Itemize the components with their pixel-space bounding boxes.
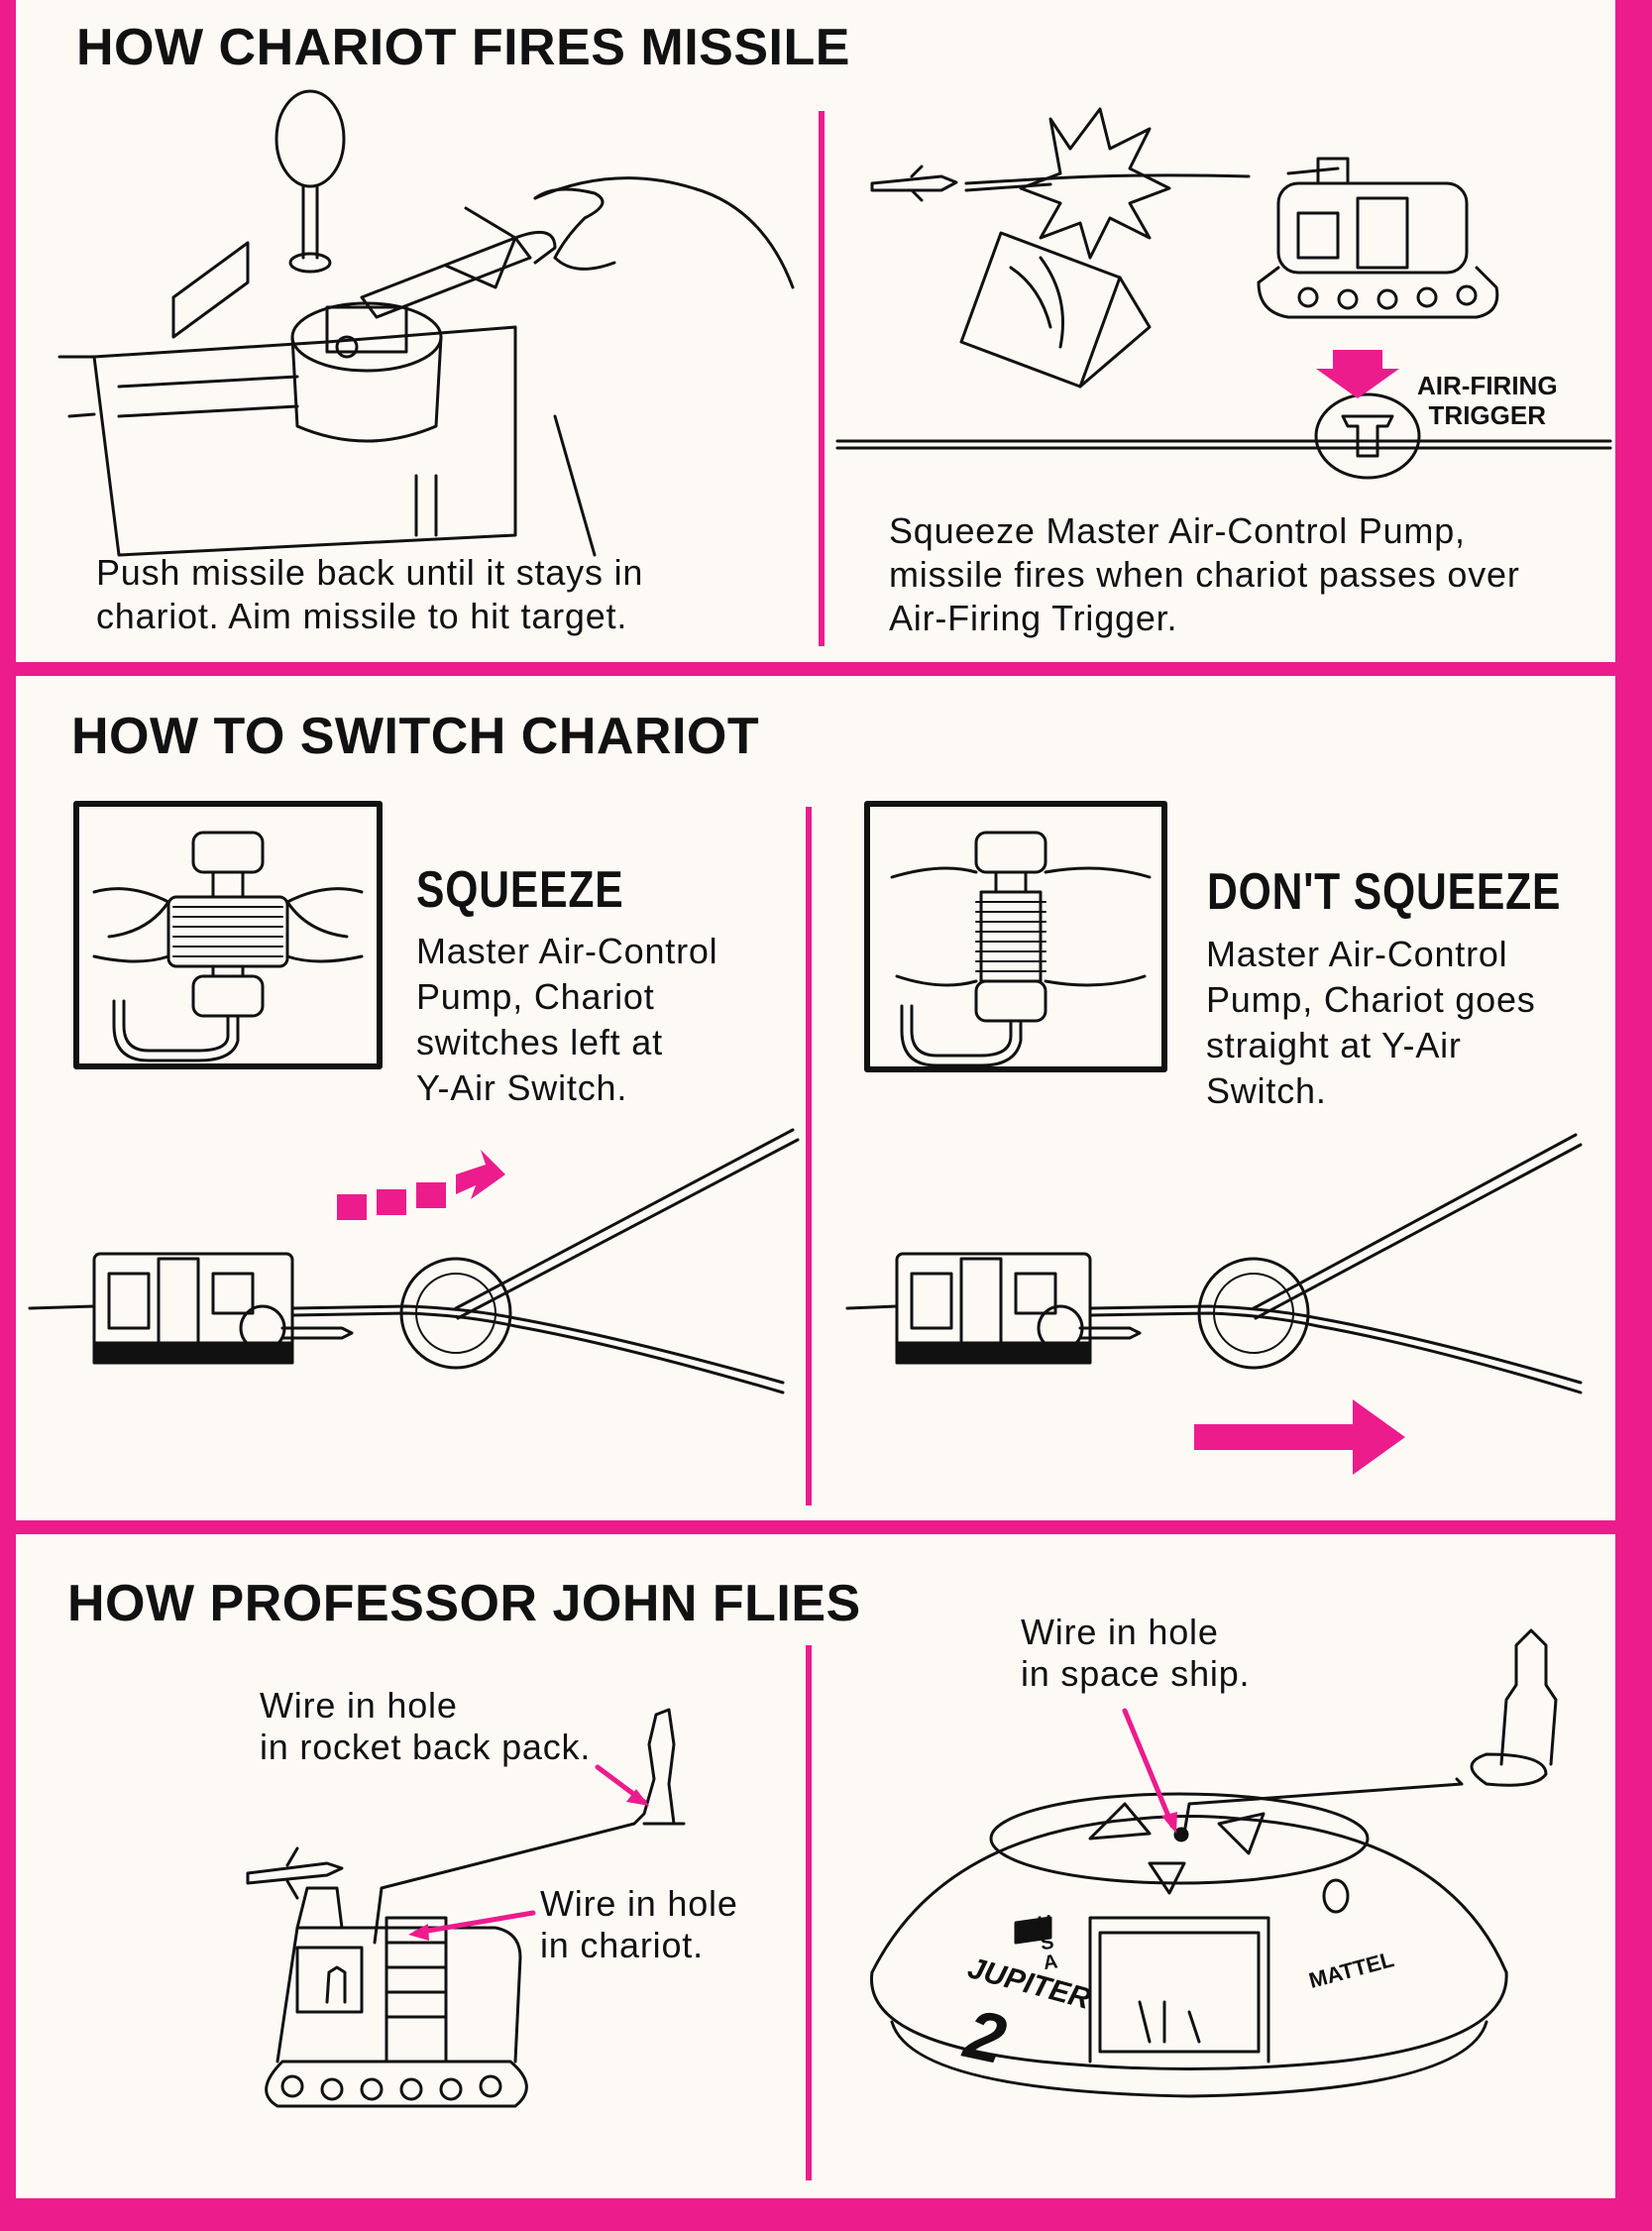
load-missile-instructions: Push missile back until it stays in char… [96,551,643,638]
text-line: switches left at [416,1022,663,1062]
text-line: Switch. [1206,1070,1327,1111]
text-line: Pump, Chariot [416,976,655,1017]
text-line: Squeeze Master Air-Control Pump, [889,510,1466,551]
text-line: in chariot. [540,1925,704,1965]
divider-1 [0,662,1652,676]
text-line: Y-Air Switch. [416,1067,628,1108]
text-line: Master Air-Control [1206,934,1508,974]
text-line: Master Air-Control [416,931,718,971]
divider-2 [0,1520,1652,1534]
pump-squeeze-illustration [92,831,364,1062]
spaceship-flight-illustration [869,1628,1558,2098]
dont-squeeze-instructions: Master Air-Control Pump, Chariot goes st… [1206,932,1536,1114]
section-title-switch-chariot: HOW TO SWITCH CHARIOT [71,708,760,765]
accent-arrows [337,350,1405,1475]
spaceship-wire-note: Wire in hole in space ship. [1021,1612,1250,1695]
section-title-professor-flies: HOW PROFESSOR JOHN FLIES [67,1575,861,1632]
section-title-fires-missile: HOW CHARIOT FIRES MISSILE [76,19,850,76]
label-line: TRIGGER [1428,400,1546,430]
text-line: Wire in hole [260,1685,458,1726]
column-divider-3 [806,1645,812,2180]
air-firing-trigger-label: AIR-FIRING TRIGGER [1417,371,1558,430]
backpack-wire-note: Wire in hole in rocket back pack. [260,1685,591,1768]
fire-missile-instructions: Squeeze Master Air-Control Pump, missile… [889,509,1520,640]
text-line: Wire in hole [1021,1612,1219,1652]
label-line: AIR-FIRING [1417,371,1558,400]
chariot-wire-note: Wire in hole in chariot. [540,1883,738,1966]
text-line: in space ship. [1021,1653,1251,1694]
switch-right-track-illustration [845,1133,1583,1394]
frame-left [0,0,16,2231]
text-line: Push missile back until it stays in [96,552,644,593]
column-divider-2 [806,807,812,1506]
switch-left-track-illustration [28,1128,800,1394]
frame-bottom [0,2198,1652,2231]
frame-right [1615,0,1652,2231]
text-line: Wire in hole [540,1883,738,1924]
missile-firing-illustration [835,107,1612,480]
text-line: missile fires when chariot passes over [889,554,1520,595]
pump-not-squeezed-illustration [890,831,1152,1067]
text-line: straight at Y-Air [1206,1025,1462,1065]
dont-squeeze-heading: DON'T SQUEEZE [1207,863,1562,921]
missile-loading-illustration [57,89,795,557]
text-line: Pump, Chariot goes [1206,979,1536,1020]
chariot-flight-illustration [246,1708,686,2108]
text-line: Air-Firing Trigger. [889,598,1178,638]
column-divider-1 [819,111,825,646]
text-line: in rocket back pack. [260,1727,592,1767]
squeeze-heading: SQUEEZE [416,861,624,919]
text-line: chariot. Aim missile to hit target. [96,596,628,636]
squeeze-instructions: Master Air-Control Pump, Chariot switche… [416,929,717,1111]
